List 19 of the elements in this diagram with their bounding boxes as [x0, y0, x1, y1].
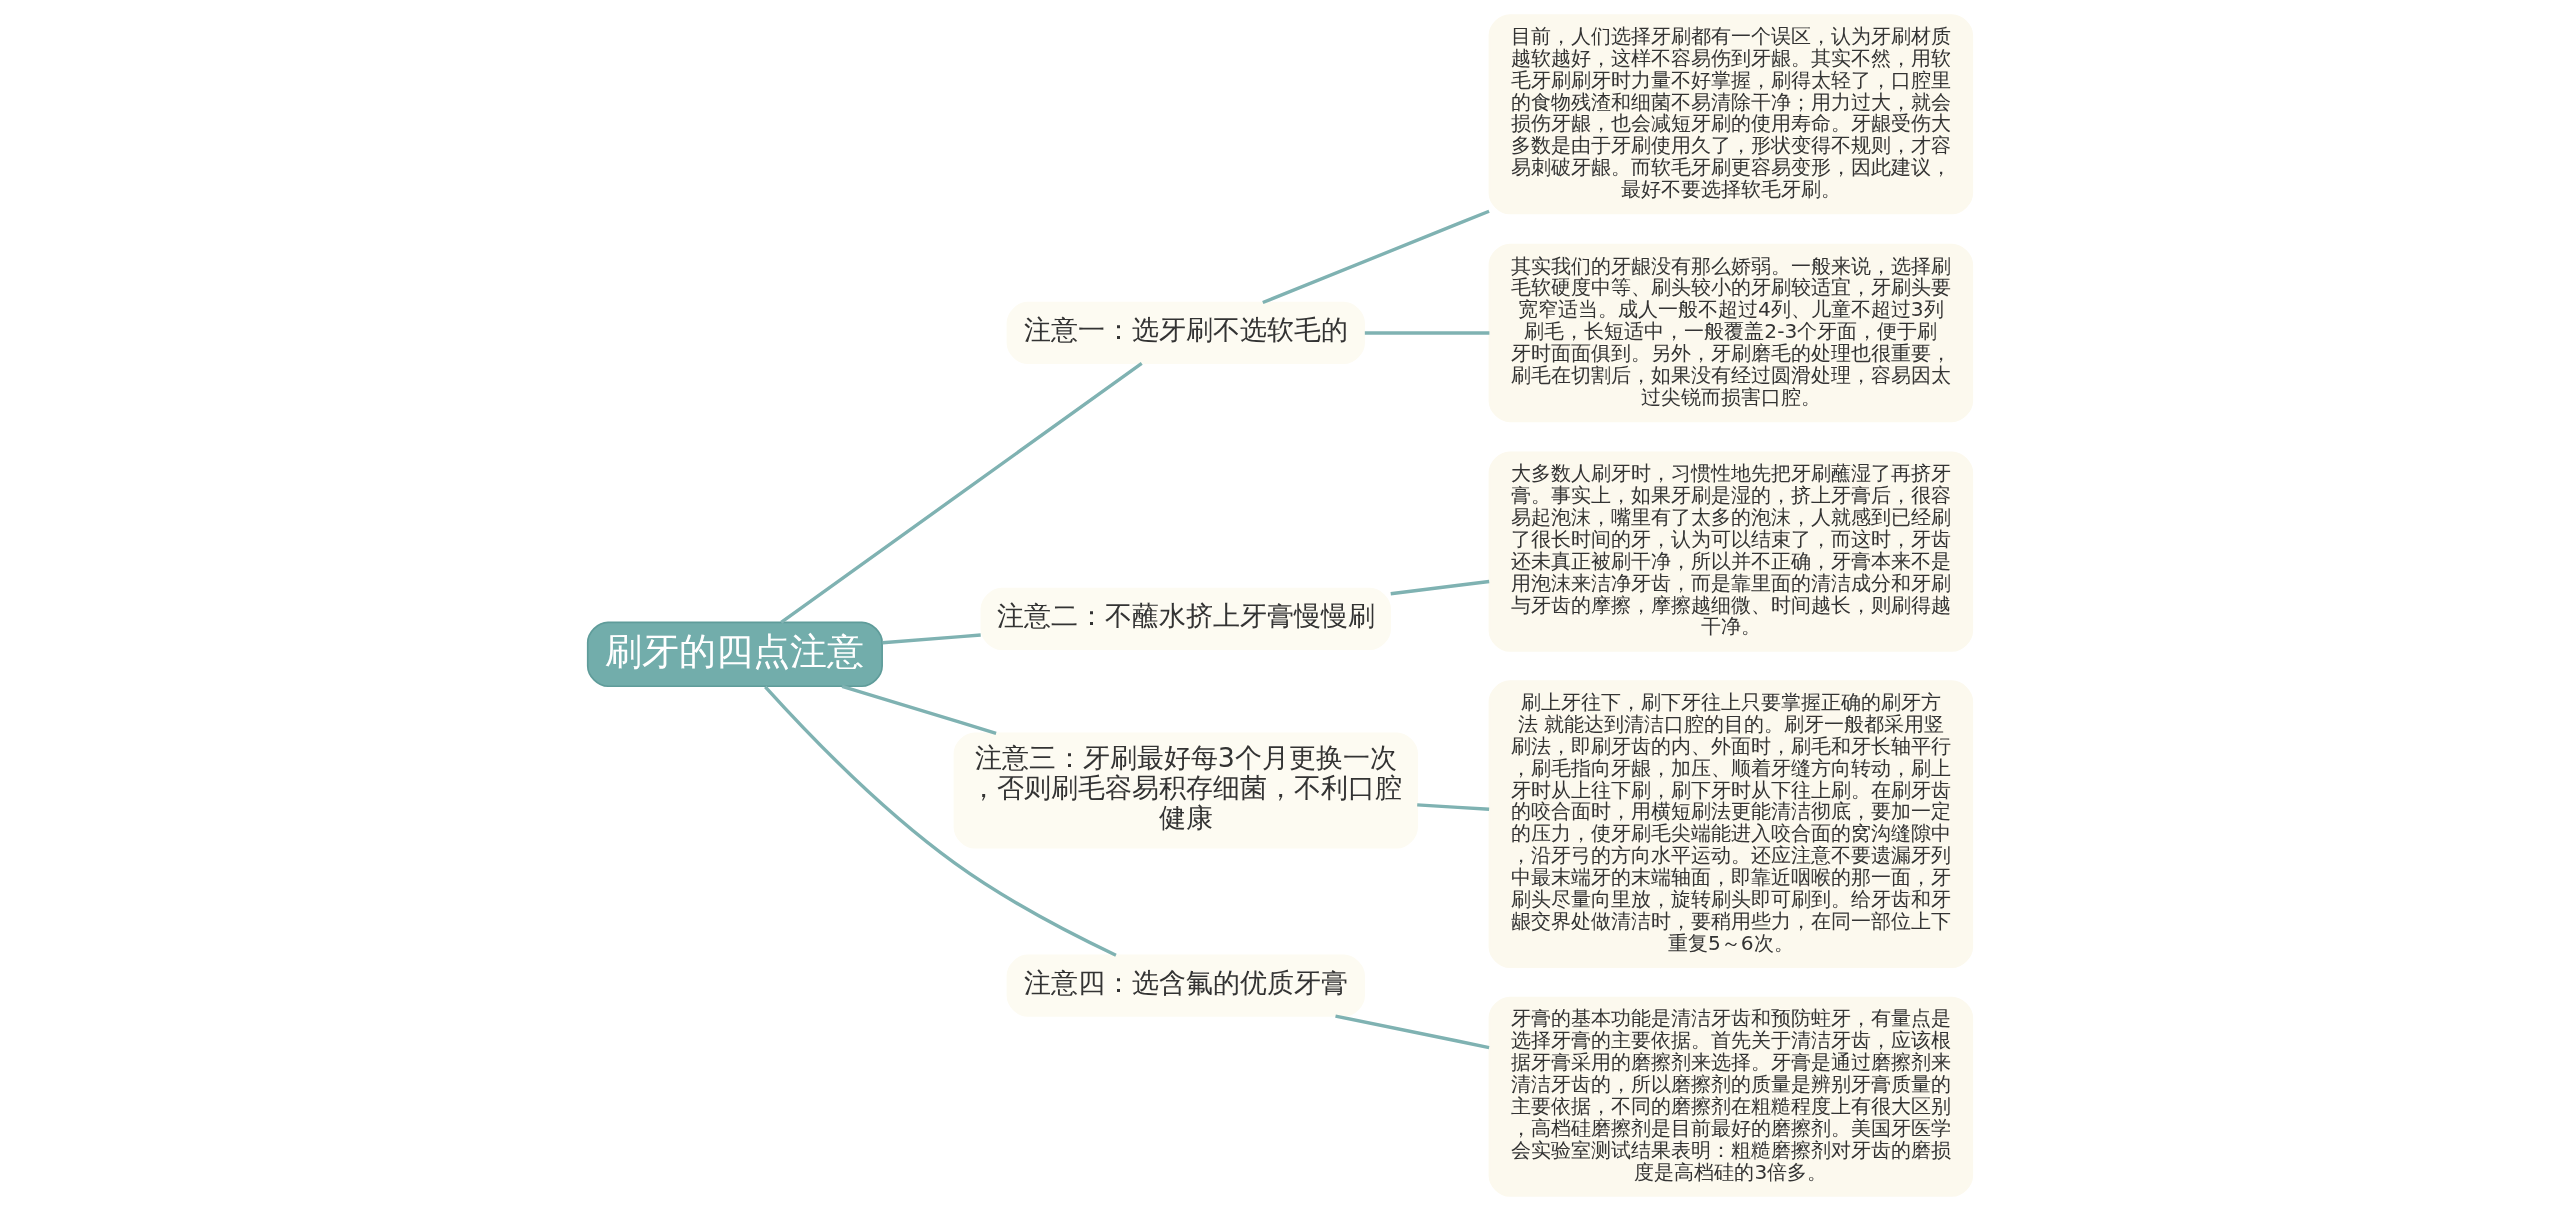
connector [764, 685, 1117, 957]
connector [1335, 1014, 1490, 1050]
node-box: 注意二：不蘸水挤上牙膏慢慢刷 [980, 587, 1392, 651]
connector [882, 633, 981, 645]
node-box: 注意一：选牙刷不选软毛的 [1006, 301, 1365, 365]
node-box: 刷上牙往下，刷下牙往上只要掌握正确的刷牙方法 就能达到清洁口腔的目的。刷牙一般都采用竖刷法，即刷牙齿的内、外面时，刷毛和牙长轴平行，刷毛指向牙龈，加压、顺着牙缝方向转动，刷上牙时从上往下刷，刷下牙时从下往上刷。在刷牙齿的咬合面时，用横短刷法更能清洁彻底，要加一定的压力，使牙刷毛尖端能进入咬合面的窝沟缝隙中，沿牙弓的方向水平运动。还应注意不要遗漏牙列中最末端牙的末端轴面，即靠近咽喉的那一面，牙刷头尽量向里放，旋转刷头即可刷到。给牙齿和牙龈交界处做清洁时，要稍用些力，在同一部位上下重复5～6次。 [1488, 680, 1974, 969]
node-box: 大多数人刷牙时，习惯性地先把牙刷蘸湿了再挤牙膏。事实上，如果牙刷是湿的，挤上牙膏后，很容易起泡沫，嘴里有了太多的泡沫，人就感到已经刷了很长时间的牙，认为可以结束了，而这时，牙齿还未真正被刷干净，所以并不正确，牙膏本来不是用泡沫来洁净牙齿，而是靠里面的清洁成分和牙刷与牙齿的摩擦，摩擦越细微、时间越长，则刷得越干净。 [1488, 451, 1974, 652]
connector [1262, 209, 1490, 305]
node-box: 刷牙的四点注意 [586, 621, 883, 688]
node-box: 注意三：牙刷最好每3个月更换一次，否则刷毛容易积存细菌，不利口腔健康 [953, 732, 1418, 849]
node-box: 牙膏的基本功能是清洁牙齿和预防蛀牙，有量点是选择牙膏的主要依据。首先关于清洁牙齿，应该根据牙膏采用的磨擦剂来选择。牙膏是通过磨擦剂来清洁牙齿的，所以磨擦剂的质量是辨别牙膏质量的主要依据，不同的磨擦剂在粗糙程度上有很大区别，高档硅磨擦剂是目前最好的磨擦剂。美国牙医学会实验室测试结果表明：粗糙磨擦剂对牙齿的磨损度是高档硅的3倍多。 [1488, 996, 1974, 1197]
connector [1417, 803, 1490, 811]
node-box: 目前，人们选择牙刷都有一个误区，认为牙刷材质越软越好，这样不容易伤到牙龈。其实不然，用软毛牙刷刷牙时力量不好掌握，刷得太轻了，口腔里的食物残渣和细菌不易清除干净；用力过大，就会损伤牙龈，也会减短牙刷的使用寿命。牙龈受伤大多数是由于牙刷使用久了，形状变得不规则，才容易刺破牙龈。而软毛牙刷更容易变形，因此建议，最好不要选择软毛牙刷。 [1488, 14, 1974, 215]
node-box: 注意四：选含氟的优质牙膏 [1006, 954, 1365, 1017]
connector [780, 362, 1143, 624]
connector [1390, 579, 1490, 596]
connector [841, 684, 997, 735]
node-box: 其实我们的牙龈没有那么娇弱。一般来说，选择刷毛软硬度中等、刷头较小的牙刷较适宜，牙刷头要宽窄适当。成人一般不超过4列、儿童不超过3列刷毛，长短适中，一般覆盖2-3个牙面，便于刷牙时面面俱到。另外，牙刷磨毛的处理也很重要，刷毛在切割后，如果没有经过圆滑处理，容易因太过尖锐而损害口腔。 [1488, 243, 1974, 423]
connector [1364, 331, 1490, 335]
